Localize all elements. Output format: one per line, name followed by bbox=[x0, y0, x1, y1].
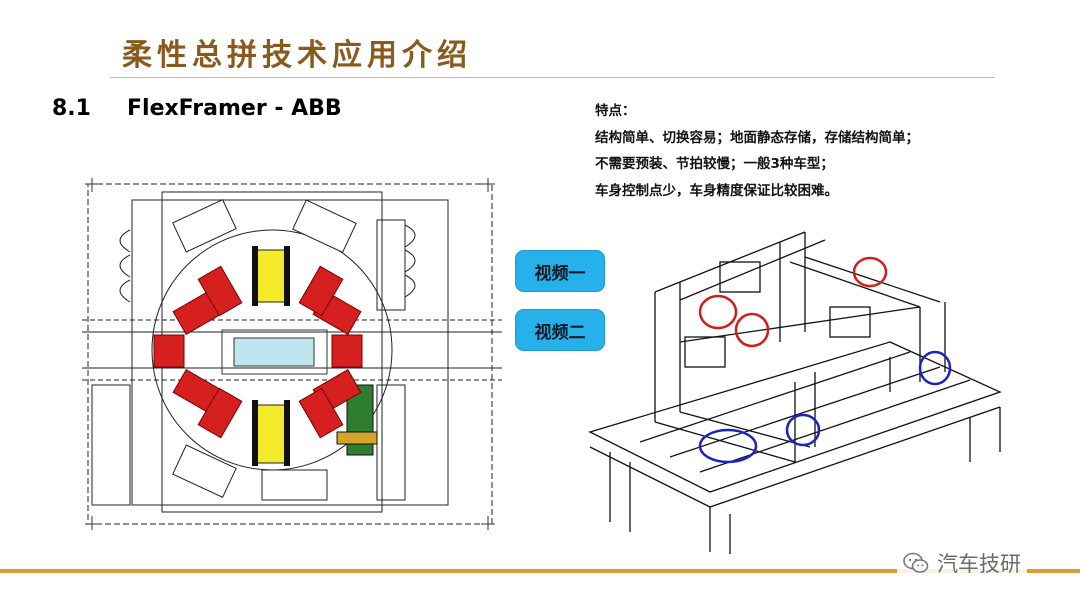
video-two-button[interactable]: 视频二 bbox=[515, 309, 605, 351]
section-title: FlexFramer - ABB bbox=[127, 96, 342, 121]
feature-line-2: 不需要预装、节拍较慢；一般3种车型； bbox=[595, 156, 834, 172]
gate-fixture-diagram bbox=[588, 231, 1002, 554]
feature-line-1: 结构简单、切换容易；地面静态存储，存储结构简单； bbox=[595, 129, 919, 146]
feature-line-3: 车身控制点少，车身精度保证比较困难。 bbox=[595, 182, 838, 199]
flexframer-layout-diagram bbox=[82, 178, 502, 530]
section-number: 8.1 bbox=[52, 96, 91, 121]
title-underline bbox=[110, 77, 995, 78]
wechat-icon bbox=[903, 552, 929, 573]
watermark-text: 汽车技研 bbox=[937, 552, 1021, 576]
video-one-button[interactable]: 视频一 bbox=[515, 250, 605, 292]
page-title: 柔性总拼技术应用介绍 bbox=[122, 38, 472, 73]
feature-list: 特点： 结构简单、切换容易；地面静态存储，存储结构简单； 不需要预装、节拍较慢；… bbox=[595, 98, 919, 204]
footer-bar bbox=[0, 569, 1080, 573]
watermark: 汽车技研 bbox=[897, 548, 1027, 578]
feature-heading: 特点： bbox=[595, 103, 636, 119]
